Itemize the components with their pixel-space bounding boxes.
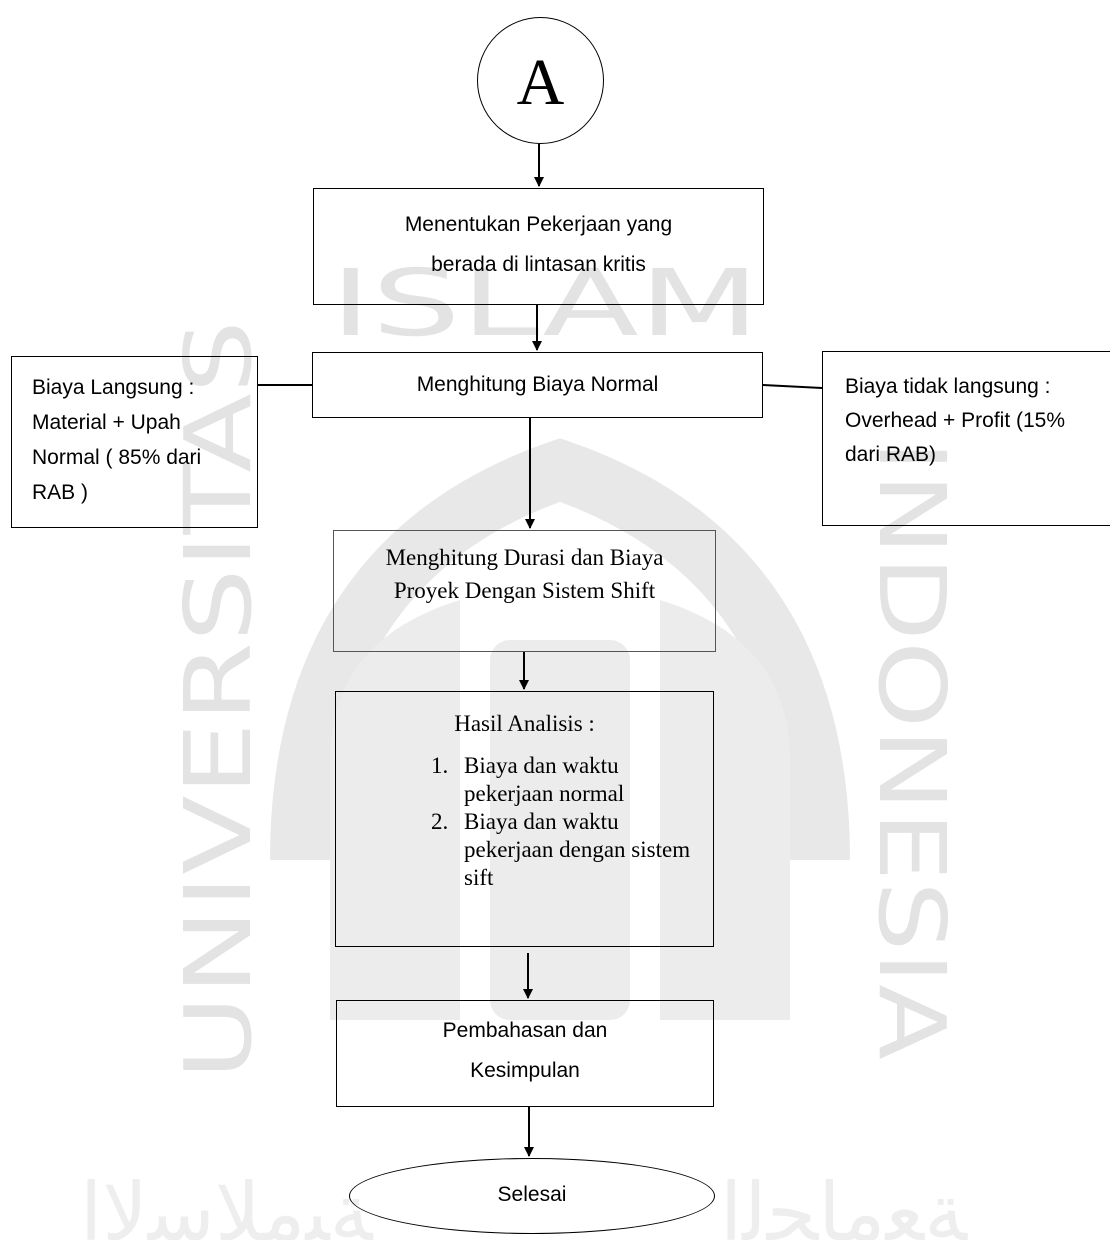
- direct-cost-note-text: Biaya Langsung : Material + Upah Normal …: [32, 376, 202, 504]
- step-shift-system-box: Menghitung Durasi dan Biaya Proyek Denga…: [333, 530, 716, 652]
- results-box: Hasil Analisis : Biaya dan waktu pekerja…: [335, 691, 714, 947]
- end-label: Selesai: [497, 1183, 567, 1206]
- step-normal-cost-box: Menghitung Biaya Normal: [312, 352, 763, 418]
- step-critical-path-box: Menentukan Pekerjaan yang berada di lint…: [313, 188, 764, 305]
- step-shift-system-text: Menghitung Durasi dan Biaya Proyek Denga…: [385, 545, 664, 603]
- step-discussion-text: Pembahasan dan Kesimpulan: [442, 1019, 608, 1082]
- results-item: Biaya dan waktu pekerjaan normal: [454, 752, 713, 808]
- indirect-cost-note-box: Biaya tidak langsung : Overhead + Profit…: [822, 351, 1110, 526]
- step-discussion-box: Pembahasan dan Kesimpulan: [336, 1000, 714, 1107]
- results-list: Biaya dan waktu pekerjaan normal Biaya d…: [336, 752, 713, 892]
- watermark-arabic-left: ﺔﻴﻣﻼﺳﻹﺍ: [80, 1166, 374, 1240]
- indirect-cost-note-text: Biaya tidak langsung : Overhead + Profit…: [845, 375, 1066, 466]
- end-terminator: Selesai: [349, 1158, 715, 1234]
- watermark-right-text: INDONESIA: [858, 440, 965, 1060]
- step-normal-cost-text: Menghitung Biaya Normal: [416, 373, 659, 396]
- connector-label: A: [516, 45, 565, 119]
- connector-circle-a: A: [477, 17, 604, 144]
- watermark-left-text: UNIVERSITAS: [165, 320, 272, 1080]
- link-indirect-cost: [762, 384, 823, 389]
- step-critical-path-text: Menentukan Pekerjaan yang berada di lint…: [404, 213, 673, 276]
- watermark-top-text: ISLAM: [330, 250, 760, 357]
- direct-cost-note-box: Biaya Langsung : Material + Upah Normal …: [11, 356, 258, 528]
- watermark-arabic-right: ﺔﻌﻣﺎﺠﻟﺍ: [720, 1166, 968, 1240]
- results-title: Hasil Analisis :: [454, 711, 595, 736]
- results-item: Biaya dan waktu pekerjaan dengan sistem …: [454, 808, 713, 892]
